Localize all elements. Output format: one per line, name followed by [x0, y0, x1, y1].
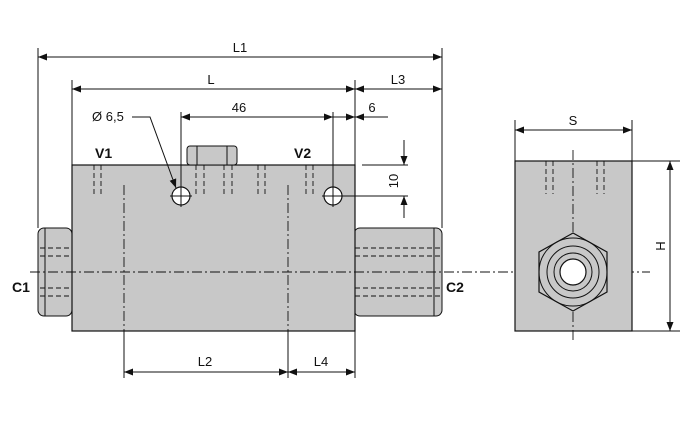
port-V2: V2	[294, 145, 311, 161]
label-L: L	[207, 72, 214, 87]
label-46: 46	[232, 100, 246, 115]
port-C1: C1	[12, 279, 30, 295]
label-H: H	[653, 241, 668, 250]
port-V1: V1	[95, 145, 112, 161]
top-hex-nut	[186, 145, 238, 166]
labels: L1 L L3 46 6 10 L2 L4 S H Ø 6,5 V1 V2 C1…	[12, 40, 668, 369]
front-view	[37, 145, 443, 378]
port-C2: C2	[446, 279, 464, 295]
label-L4: L4	[314, 354, 328, 369]
label-S: S	[569, 113, 578, 128]
label-hole-diameter: Ø 6,5	[92, 109, 124, 124]
side-view	[514, 150, 633, 340]
label-6: 6	[368, 100, 375, 115]
label-L1: L1	[233, 40, 247, 55]
dimension-lines	[37, 48, 680, 378]
label-10: 10	[386, 174, 401, 188]
label-L2: L2	[198, 354, 212, 369]
label-L3: L3	[391, 72, 405, 87]
valve-body	[71, 164, 356, 332]
